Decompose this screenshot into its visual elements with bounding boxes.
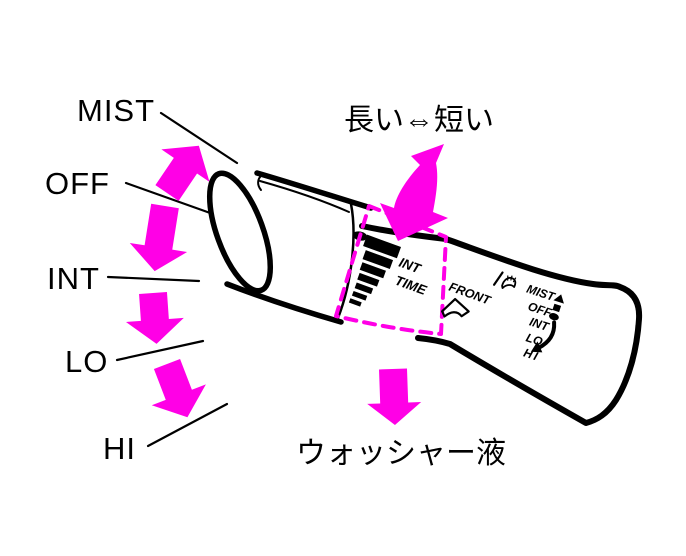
int-time-label-line2: TIME: [393, 273, 429, 298]
washer-arrow: [367, 368, 422, 425]
curved-arrow-head: [530, 341, 543, 353]
hi-label: HI: [103, 431, 136, 466]
lo-label: LO: [65, 344, 108, 379]
int-time-wedge: [348, 234, 401, 307]
washer-spray-icon: [492, 271, 517, 289]
lever-arrow-down-int: [129, 203, 188, 272]
rotate-arrow: [380, 144, 448, 241]
knob-top-edge: [254, 170, 374, 211]
collar-highlight-dashed: [334, 204, 448, 336]
off-leader-line: [124, 181, 215, 216]
panel-scale: [530, 294, 564, 353]
panel-position-lo: LO: [524, 330, 545, 349]
panel-position-int: INT: [528, 315, 552, 335]
curved-down-arrow-icon: [536, 320, 557, 350]
lever-arrow-down-lo: [125, 292, 184, 344]
washer-label: ウォッシャー液: [296, 437, 506, 470]
up-triangle-icon: [553, 294, 564, 304]
lo-leader-line: [115, 339, 205, 362]
int-leader-line: [106, 275, 201, 283]
stalk-knob: [206, 170, 374, 325]
rotate-range-label: 長い⇔短い: [344, 104, 494, 137]
square-stop-icon: [552, 303, 562, 313]
off-label: OFF: [45, 166, 110, 201]
dot-icon: [549, 313, 559, 321]
knob-notch: [257, 174, 263, 191]
knob-end-cap: [206, 170, 274, 294]
hi-leader-line: [146, 402, 229, 448]
int-label: INT: [47, 261, 100, 296]
mist-label: MIST: [77, 93, 155, 128]
knob-rim-line: [259, 180, 350, 213]
stalk-body-outline: [359, 223, 643, 426]
lever-arrow-up-mist: [155, 145, 210, 201]
front-label: FRONT: [447, 280, 494, 308]
position-panel: MIST OFF INT LO HI: [522, 282, 564, 364]
knob-bottom-edge: [224, 281, 344, 325]
mist-leader-line: [159, 111, 239, 165]
wiper-icon: [441, 297, 470, 318]
lever-arrow-down-hi: [151, 358, 206, 418]
